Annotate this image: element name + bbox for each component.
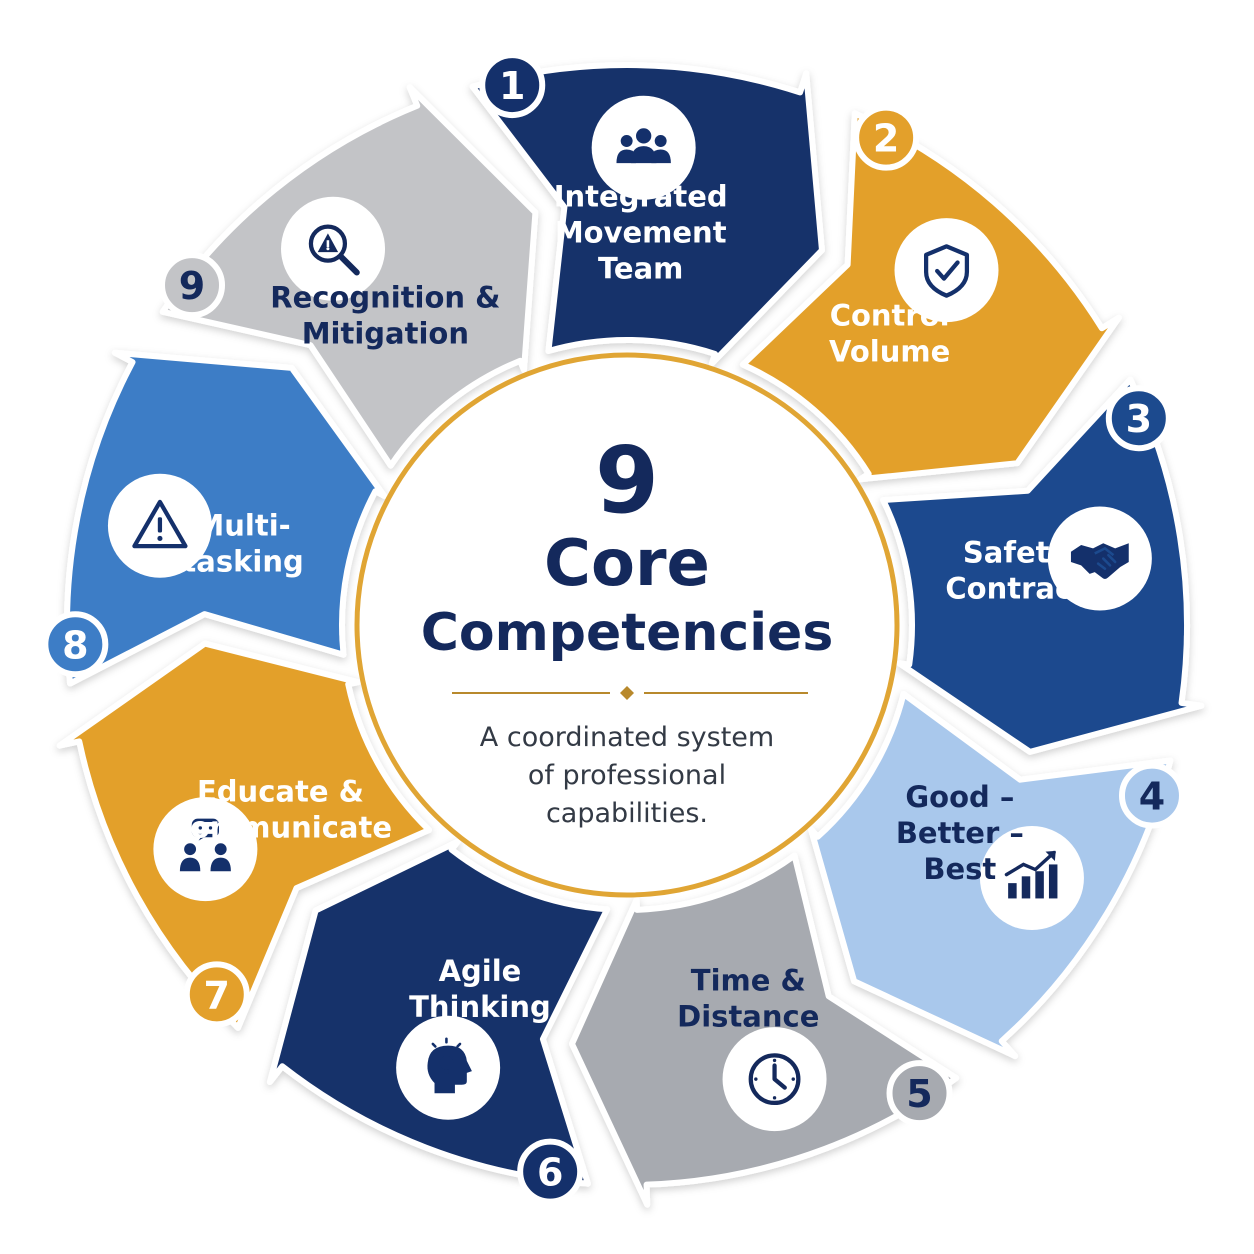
segment-label-2-line1: Control	[830, 298, 950, 332]
segment-icon-disc-7	[153, 797, 258, 902]
segment-badge-2	[853, 104, 920, 171]
segment-5: Time &Distance 5	[568, 852, 960, 1208]
segment-7: Educate &Communicate 7	[56, 640, 433, 1031]
segment-badge-9	[159, 252, 226, 319]
segment-label-7-line1: Educate &	[197, 774, 364, 808]
segment-8: Multi-tasking 8	[42, 349, 388, 687]
segment-badge-7	[183, 961, 250, 1028]
segment-number-8: 8	[62, 623, 88, 667]
segment-icon-disc-2	[894, 218, 999, 323]
segment-label-4-line2: Better –	[896, 816, 1024, 850]
segment-label-4-line3: Best	[923, 852, 996, 886]
segment-badge-3	[1105, 385, 1172, 452]
segment-4: Good –Better –Best 4	[808, 690, 1185, 1060]
segment-label-6-line2: Thinking	[409, 990, 551, 1024]
segment-label-3-line2: Contract	[945, 571, 1086, 605]
segment-badge-8	[42, 611, 109, 678]
divider-diamond	[620, 686, 634, 700]
segment-label-4-line1: Good –	[905, 780, 1014, 814]
segment-label-8-line2: tasking	[182, 544, 303, 578]
segment-label-9-line2: Mitigation	[302, 317, 469, 351]
segment-label-1-line3: Team	[598, 252, 683, 286]
center-subtitle-line1: A coordinated system	[480, 722, 774, 753]
segment-label-6-line1: Agile	[439, 954, 522, 988]
segment-label-1-line1: Integrated	[554, 180, 728, 214]
segment-number-6: 6	[537, 1151, 563, 1195]
segment-label-1-line2: Movement	[555, 216, 727, 250]
segment-arrow-6	[266, 838, 611, 1187]
segment-number-1: 1	[499, 64, 525, 108]
segment-number-4: 4	[1139, 775, 1165, 819]
segment-label-7-line2: Communicate	[169, 810, 392, 844]
segment-badge-5	[886, 1060, 953, 1127]
segment-label-5-line1: Time &	[691, 963, 806, 997]
center-number: 9	[595, 427, 659, 534]
center-panel: 9 Core Competencies A coordinated system…	[354, 352, 900, 898]
segment-label-5-line2: Distance	[677, 999, 819, 1033]
segment-label-8-line1: Multi-	[195, 508, 290, 542]
segment-arrow-1	[469, 62, 825, 367]
segment-9: Recognition &Mitigation 9	[159, 84, 539, 469]
center-subtitle-line2: of professional	[528, 760, 726, 791]
segment-label-2-line2: Volume	[829, 334, 950, 368]
center-title-line2: Competencies	[421, 603, 834, 663]
segment-number-5: 5	[906, 1072, 932, 1116]
segment-label-3-line1: Safety	[963, 535, 1069, 569]
segment-icon-disc-4	[979, 826, 1084, 931]
segment-arrow-3	[880, 376, 1205, 755]
segment-arrow-8	[64, 349, 388, 687]
center-subtitle-line3: capabilities.	[546, 798, 708, 829]
segment-number-3: 3	[1126, 397, 1152, 441]
segment-number-9: 9	[179, 264, 205, 308]
segment-badge-4	[1118, 762, 1185, 829]
segment-badge-6	[517, 1138, 584, 1205]
segment-number-7: 7	[204, 973, 230, 1017]
segment-badge-1	[479, 52, 546, 119]
center-title-line1: Core	[544, 527, 710, 601]
segment-label-9-line1: Recognition &	[270, 281, 500, 315]
segment-number-2: 2	[873, 117, 899, 161]
